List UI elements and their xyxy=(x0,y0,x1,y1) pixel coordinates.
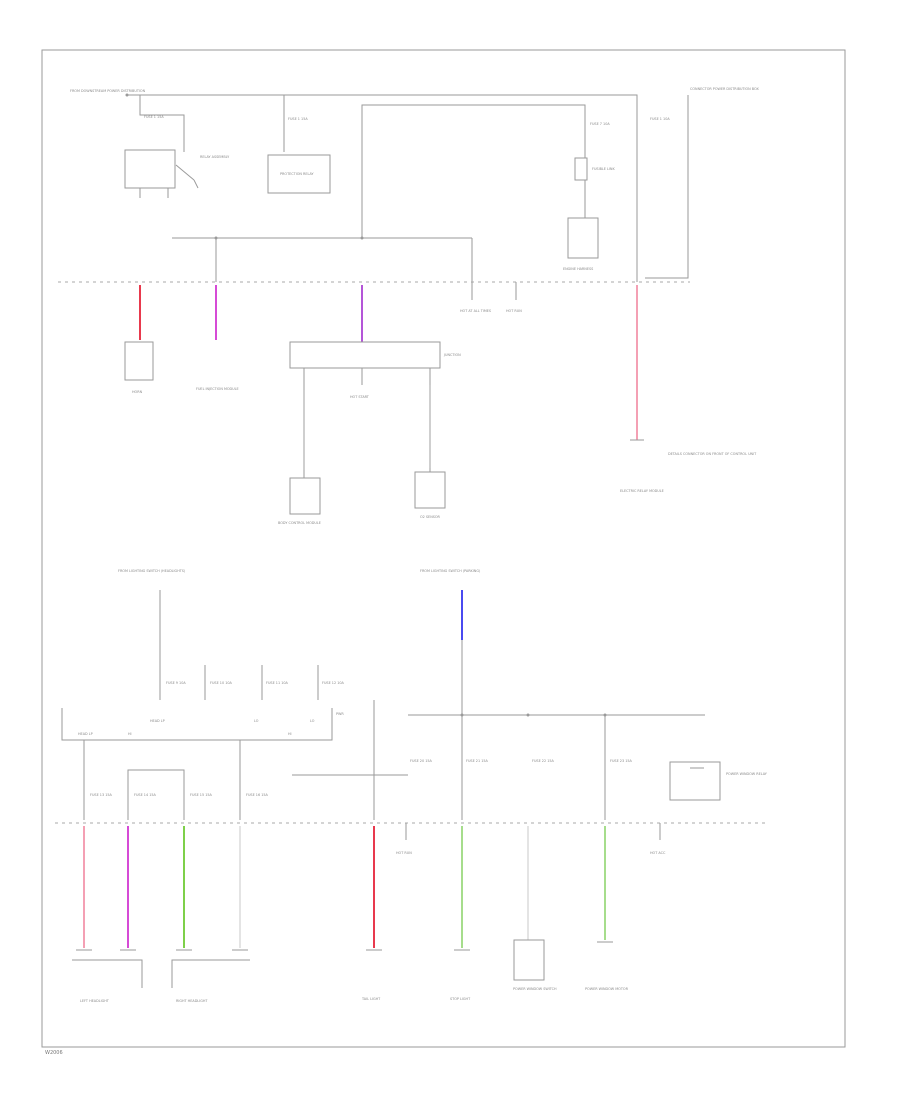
top-right-note: CONNECTOR POWER DISTRIBUTION BOX xyxy=(690,87,760,91)
bus-label-2: HI xyxy=(128,732,132,736)
lower-mid-source-label: FROM LIGHTING SWITCH (PARKING) xyxy=(420,569,481,573)
fuse-f3-label: FUSE 15 15A xyxy=(190,793,213,797)
bus-label-1: HEAD LP xyxy=(78,732,93,736)
fuse-g2-label: FUSE 21 15A xyxy=(466,759,489,763)
hot-run-label: HOT RUN xyxy=(506,309,522,313)
fuse-d-label: FUSE 1 10A xyxy=(650,117,670,121)
fuse-a-label: FUSE 1 15A xyxy=(144,115,164,119)
right-headlight-housing xyxy=(171,959,250,988)
horn-label: HORN xyxy=(132,390,143,394)
bus-label-6: LO xyxy=(310,719,315,723)
electric-relay-module-label: ELECTRIC RELAY MODULE xyxy=(620,489,664,493)
junction-box xyxy=(289,341,441,369)
fuse-g1-label: FUSE 20 15A xyxy=(410,759,433,763)
fuse-f2-label: FUSE 14 15A xyxy=(134,793,157,797)
protection-relay-box xyxy=(267,154,331,194)
splice-dot xyxy=(526,713,530,717)
fuse-g3-label: FUSE 22 15A xyxy=(532,759,555,763)
engine-harness-box xyxy=(567,217,599,259)
body-control-module-label: BODY CONTROL MODULE xyxy=(278,521,321,525)
o2-sensor-box xyxy=(414,471,446,509)
top-right-wire xyxy=(645,95,689,279)
fuse-g4-label: FUSE 23 15A xyxy=(610,759,633,763)
engine-harness-label: ENGINE HARNESS xyxy=(563,267,593,271)
power-window-switch-label: POWER WINDOW SWITCH xyxy=(513,987,557,991)
horn-box xyxy=(124,341,154,381)
relay-switch xyxy=(175,164,195,181)
tail-light-label: TAIL LIGHT xyxy=(361,997,381,1001)
hot-acc-label: HOT ACC xyxy=(650,851,666,855)
splice-dot xyxy=(214,236,218,240)
hot-start-label: HOT START xyxy=(350,395,370,399)
junction-label: JUNCTION xyxy=(443,353,461,357)
hot-at-all-times-label: HOT AT ALL TIMES xyxy=(460,309,491,313)
lower-left-source-label: FROM LIGHTING SWITCH (HEADLIGHTS) xyxy=(118,569,186,573)
power-window-relay-label: POWER WINDOW RELAY xyxy=(726,772,768,776)
fuse-b-label: FUSE 1 15A xyxy=(288,117,308,121)
protection-relay-label: PROTECTION RELAY xyxy=(280,172,315,176)
top-feed-wire xyxy=(127,94,638,282)
o2-sensor-label: O2 SENSOR xyxy=(420,515,441,519)
fuse-e1-label: FUSE 9 10A xyxy=(166,681,186,685)
fusible-link-label: FUSIBLE LINK xyxy=(592,167,615,171)
relay-feed-wire xyxy=(139,95,185,152)
power-window-motor-label: POWER WINDOW MOTOR xyxy=(585,987,629,991)
diagram-id-tag: W2006 xyxy=(45,1050,63,1056)
bus-end-label: PWR xyxy=(336,712,344,716)
inner-feed-wire xyxy=(361,104,586,238)
left-headlight-label: LEFT HEADLIGHT xyxy=(80,999,110,1003)
fusible-link-symbol xyxy=(574,157,588,181)
fuse-e3-label: FUSE 11 10A xyxy=(266,681,289,685)
fuse-c-label: FUSE 7 10A xyxy=(590,122,610,126)
bus-label-5: HI xyxy=(288,732,292,736)
stop-light-label: STOP LIGHT xyxy=(450,997,471,1001)
relay-assembly-label: RELAY ASSEMBLY xyxy=(200,155,230,159)
fuse-e2-label: FUSE 10 10A xyxy=(210,681,233,685)
bus-label-3: HEAD LP xyxy=(150,719,165,723)
fuse-e4-label: FUSE 12 10A xyxy=(322,681,345,685)
hot-run-2-label: HOT RUN xyxy=(396,851,412,855)
fuse-f4-label: FUSE 16 15A xyxy=(246,793,269,797)
left-headlight-housing xyxy=(72,959,143,988)
diagram-frame xyxy=(41,49,846,1048)
connector-dot xyxy=(125,93,129,97)
relay-assembly-box xyxy=(124,149,176,189)
fuse-f1-label: FUSE 13 15A xyxy=(90,793,113,797)
right-note: DETAILS CONNECTOR ON FRONT OF CONTROL UN… xyxy=(668,452,757,456)
top-source-label: FROM DOWNSTREAM POWER DISTRIBUTION xyxy=(70,89,146,93)
lighting-bus xyxy=(61,708,333,741)
right-headlight-label: RIGHT HEADLIGHT xyxy=(176,999,208,1003)
splice-dot xyxy=(360,236,364,240)
relay-contact xyxy=(193,179,199,189)
body-control-module-box xyxy=(289,477,321,515)
bus-label-4: LO xyxy=(254,719,259,723)
power-window-switch-box xyxy=(513,939,545,981)
headlight-crossover xyxy=(127,769,185,820)
fuel-injection-module-label: FUEL INJECTION MODULE xyxy=(196,387,239,391)
